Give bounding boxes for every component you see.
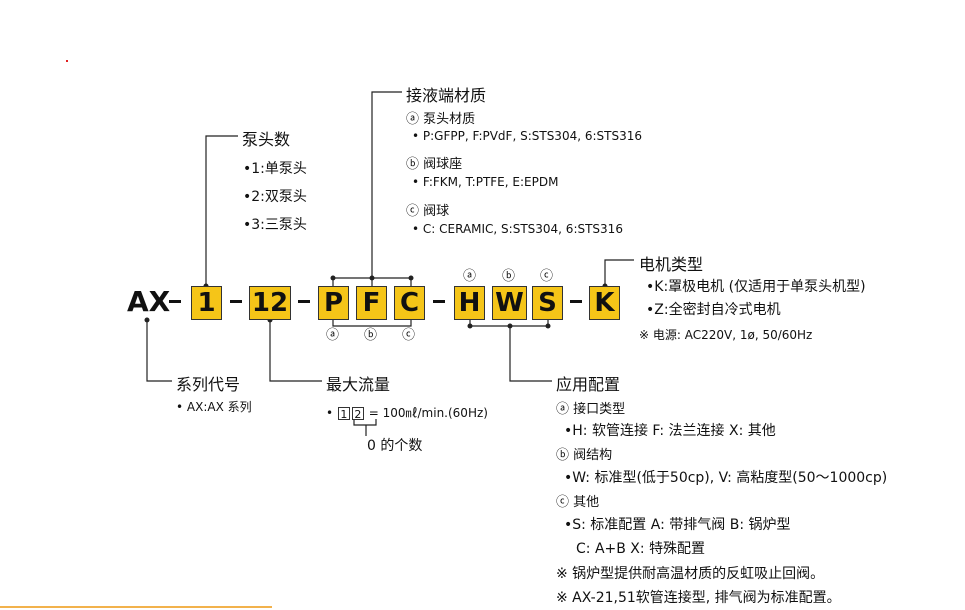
configuration-note-1: ※ 锅炉型提供耐高温材质的反虹吸止回阀。	[556, 566, 825, 582]
mark-b-hws: ⓑ	[502, 269, 516, 284]
max-flow-title: 最大流量	[326, 375, 391, 394]
pump-heads-item-3: •3:三泵头	[243, 217, 307, 233]
motor-type-item-2: •Z:全密封自冷式电机	[646, 302, 781, 318]
pump-heads-item-2: •2:双泵头	[243, 189, 307, 205]
mark-a-hws: ⓐ	[463, 269, 477, 284]
line-motor-type	[604, 259, 634, 286]
box-config-b: W	[492, 286, 527, 320]
model-prefix: AX	[127, 285, 171, 318]
wetted-material-c-detail: • C: CERAMIC, S:STS304, 6:STS316	[412, 222, 623, 236]
box-material-b: F	[356, 286, 387, 320]
wetted-material-b-heading: ⓑ 阀球座	[406, 157, 463, 172]
max-flow-digit-2: 2	[351, 407, 364, 421]
max-flow-digit-1: 1	[337, 407, 350, 421]
configuration-title: 应用配置	[556, 375, 621, 394]
configuration-note-2: ※ AX-21,51软管连接型, 排气阀为标准配置。	[556, 590, 841, 606]
wetted-material-title: 接液端材质	[406, 86, 487, 105]
mark-b-pfc: ⓑ	[364, 328, 378, 343]
pump-heads-title: 泵头数	[242, 130, 291, 149]
configuration-a-detail: •H: 软管连接 F: 法兰连接 X: 其他	[564, 423, 776, 439]
line-series-code	[146, 320, 172, 382]
red-dot	[66, 60, 68, 62]
configuration-b-detail: •W: 标准型(低于50cp), V: 高粘度型(50～1000cp)	[564, 470, 888, 486]
configuration-b-heading: ⓑ 阀结构	[556, 448, 613, 463]
line-configuration	[509, 326, 552, 382]
wetted-material-b-detail: • F:FKM, T:PTFE, E:EPDM	[412, 175, 559, 189]
box-material-a: P	[318, 286, 349, 320]
dash-5	[570, 300, 582, 303]
dash-4	[433, 300, 445, 303]
line-max-flow	[269, 320, 322, 382]
bracket-pfc-bottom	[332, 320, 412, 327]
motor-type-title: 电机类型	[639, 255, 704, 274]
max-flow-zero-note: 0 的个数	[367, 438, 423, 454]
box-motor: K	[589, 286, 620, 320]
box-material-c: C	[394, 286, 425, 320]
configuration-c-detail-2: C: A+B X: 特殊配置	[576, 541, 706, 557]
pump-heads-item-1: •1:单泵头	[243, 161, 307, 177]
dash-2	[230, 300, 242, 303]
dash-3	[298, 300, 310, 303]
box-config-c: S	[532, 286, 563, 320]
wetted-material-a-detail: • P:GFPP, F:PVdF, S:STS304, 6:STS316	[412, 129, 642, 143]
wetted-material-c-heading: ⓒ 阀球	[406, 204, 450, 219]
max-flow-bullet: •	[326, 406, 334, 420]
motor-type-note: ※ 电源: AC220V, 1ø, 50/60Hz	[639, 328, 813, 342]
bottom-accent-bar	[0, 606, 272, 608]
configuration-a-heading: ⓐ 接口类型	[556, 402, 626, 417]
box-config-a: H	[454, 286, 485, 320]
line-pump-heads	[205, 135, 238, 286]
motor-type-item-1: •K:罩极电机 (仅适用于单泵头机型)	[646, 279, 866, 295]
box-pump-heads: 1	[191, 286, 222, 320]
mark-a-pfc: ⓐ	[326, 328, 340, 343]
configuration-c-detail-1: •S: 标准配置 A: 带排气阀 B: 锅炉型	[564, 517, 791, 533]
box-max-flow: 12	[249, 286, 291, 320]
line-wetted-material	[371, 91, 402, 286]
dash-1	[169, 300, 181, 303]
mark-c-hws: ⓒ	[540, 269, 554, 284]
wetted-material-a-heading: ⓐ 泵头材质	[406, 112, 476, 127]
configuration-c-heading: ⓒ 其他	[556, 495, 600, 510]
series-code-item: • AX:AX 系列	[176, 400, 252, 414]
mark-c-pfc: ⓒ	[402, 328, 416, 343]
max-flow-formula: = 100㎖/min.(60Hz)	[368, 406, 488, 420]
series-code-title: 系列代号	[176, 375, 241, 394]
bracket-zero-count	[353, 419, 377, 426]
